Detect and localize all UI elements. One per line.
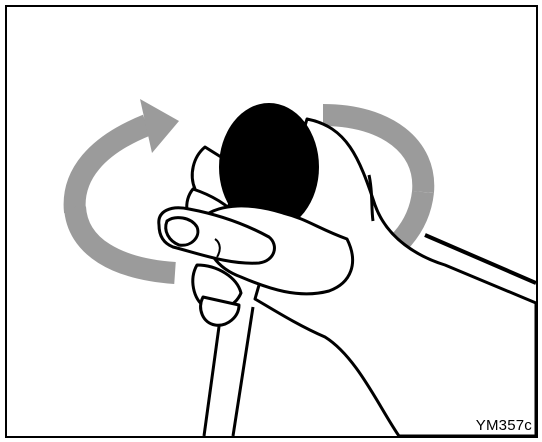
rotate-left-arrow-icon <box>75 99 179 273</box>
figure-code-label: YM357c <box>476 417 532 435</box>
shift-knob-illustration <box>7 7 536 436</box>
figure-frame: YM357c <box>5 5 538 438</box>
lever-shaft <box>204 307 253 436</box>
